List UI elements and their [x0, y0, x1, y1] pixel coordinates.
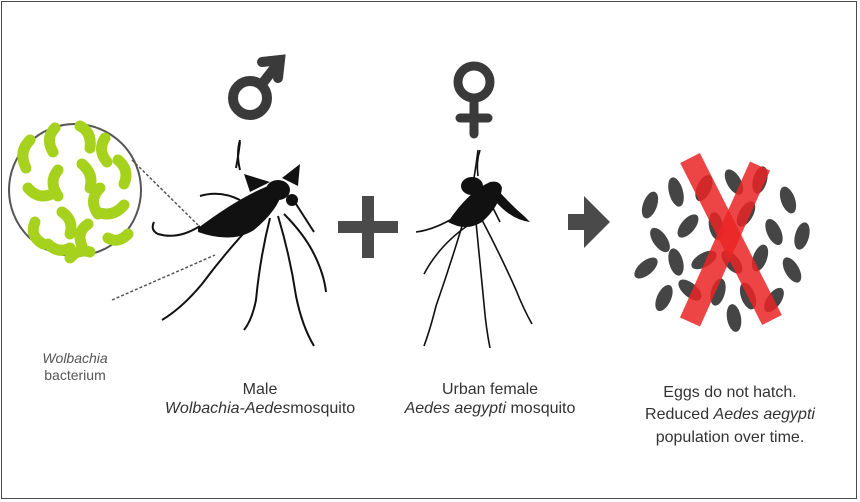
arrow-right-icon — [568, 196, 610, 248]
male-symbol-icon — [233, 60, 280, 115]
zoom-line-bottom — [112, 255, 215, 300]
plus-sign-icon — [338, 196, 398, 258]
female-symbol-icon — [458, 66, 490, 134]
female-label: Urban female Aedes aegypti mosquito — [390, 380, 590, 418]
wolbachia-bacteria-circle — [9, 124, 141, 258]
male-mosquito-icon — [153, 140, 326, 346]
result-label: Eggs do not hatch. Reduced Aedes aegypti… — [620, 382, 840, 449]
male-label: Male Wolbachia-Aedesmosquito — [160, 380, 360, 418]
female-mosquito-icon — [416, 150, 532, 348]
bacterium-label: Wolbachia bacterium — [20, 350, 130, 384]
